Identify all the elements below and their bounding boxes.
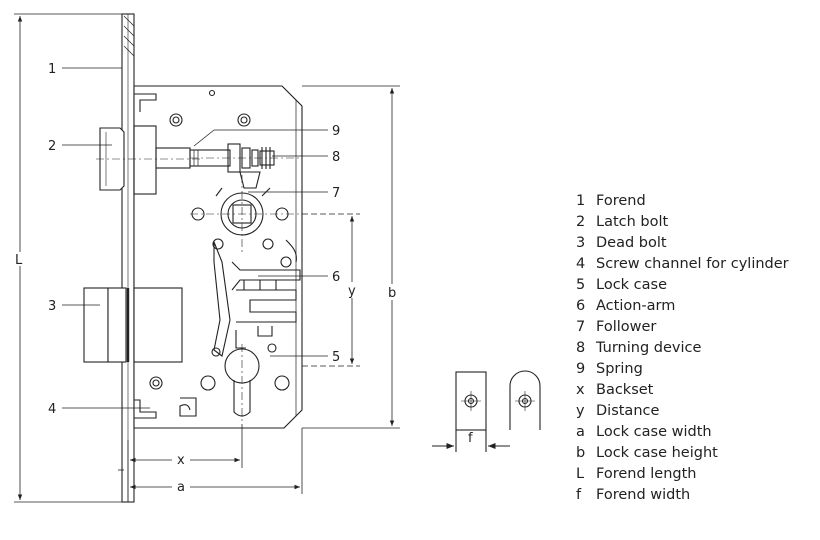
callout-7: 7 bbox=[332, 186, 340, 201]
action-arm bbox=[213, 239, 301, 357]
dimension-label-b: b bbox=[388, 286, 396, 301]
legend-item: 1 Forend bbox=[576, 191, 789, 212]
legend-item: 7 Follower bbox=[576, 317, 789, 338]
legend-item: 5 Lock case bbox=[576, 275, 789, 296]
callout-5: 5 bbox=[332, 350, 340, 365]
legend-key: 5 bbox=[576, 277, 586, 293]
latch-bolt bbox=[96, 125, 200, 195]
legend-text: Lock case height bbox=[596, 445, 718, 461]
legend-item: 2 Latch bolt bbox=[576, 212, 789, 233]
legend-key: 4 bbox=[576, 256, 586, 272]
dimension-label-f: f bbox=[468, 431, 473, 446]
callout-3: 3 bbox=[48, 299, 56, 314]
legend-item: 8 Turning device bbox=[576, 338, 789, 359]
callout-labels: 1 2 3 4 5 6 7 8 9 L b y x a f bbox=[15, 62, 473, 495]
legend-key: L bbox=[576, 466, 585, 482]
legend-item: 3 Dead bolt bbox=[576, 233, 789, 254]
legend-text: Latch bolt bbox=[596, 214, 669, 230]
legend-item: x Backset bbox=[576, 380, 789, 401]
lock-case bbox=[133, 85, 303, 429]
callout-6: 6 bbox=[332, 270, 340, 285]
legend: 1 Forend 2 Latch bolt 3 Dead bolt 4 Screw ch… bbox=[576, 191, 789, 506]
dimension-lines bbox=[14, 13, 400, 503]
legend-text: Screw channel for cylinder bbox=[596, 256, 789, 272]
legend-text: Lock case width bbox=[596, 424, 712, 440]
legend-key: 1 bbox=[576, 193, 586, 209]
legend-key: a bbox=[576, 424, 585, 440]
legend-text: Dead bolt bbox=[596, 235, 667, 251]
legend-key: b bbox=[576, 445, 586, 461]
callout-2: 2 bbox=[48, 139, 56, 154]
forend-round-detail bbox=[509, 370, 541, 430]
legend-key: 3 bbox=[576, 235, 586, 251]
follower bbox=[190, 171, 302, 252]
callout-9: 9 bbox=[332, 124, 340, 139]
legend-key: 6 bbox=[576, 298, 586, 314]
legend-item: 9 Spring bbox=[576, 359, 789, 380]
dimension-label-L: L bbox=[15, 253, 23, 268]
dimension-label-y: y bbox=[348, 284, 356, 299]
legend-text: Spring bbox=[596, 361, 643, 377]
callout-4: 4 bbox=[48, 402, 56, 417]
dead-bolt bbox=[83, 287, 183, 363]
legend-item: y Distance bbox=[576, 401, 789, 422]
legend-text: Distance bbox=[596, 403, 660, 419]
legend-key: x bbox=[576, 382, 585, 398]
dimension-label-x: x bbox=[177, 453, 185, 468]
legend-key: y bbox=[576, 403, 585, 419]
legend-item: a Lock case width bbox=[576, 422, 789, 443]
legend-text: Forend bbox=[596, 193, 646, 209]
callout-1: 1 bbox=[48, 62, 56, 77]
forend-square-detail bbox=[432, 371, 510, 452]
turning-device bbox=[189, 143, 300, 173]
legend-item: b Lock case height bbox=[576, 443, 789, 464]
cylinder-cutout bbox=[224, 344, 260, 424]
legend-text: Forend length bbox=[596, 466, 697, 482]
callout-8: 8 bbox=[332, 150, 340, 165]
screw-channel bbox=[134, 397, 197, 419]
legend-key: f bbox=[576, 487, 582, 503]
legend-text: Turning device bbox=[596, 340, 702, 356]
legend-text: Forend width bbox=[596, 487, 691, 503]
legend-item: 4 Screw channel for cylinder bbox=[576, 254, 789, 275]
legend-key: 7 bbox=[576, 319, 586, 335]
legend-item: 6 Action-arm bbox=[576, 296, 789, 317]
legend-item: f Forend width bbox=[576, 485, 789, 506]
legend-text: Lock case bbox=[596, 277, 668, 293]
legend-text: Follower bbox=[596, 319, 657, 335]
forend-plate bbox=[121, 13, 135, 503]
legend-key: 9 bbox=[576, 361, 586, 377]
leader-lines bbox=[62, 67, 328, 409]
legend-text: Action-arm bbox=[596, 298, 676, 314]
legend-key: 8 bbox=[576, 340, 586, 356]
legend-text: Backset bbox=[596, 382, 654, 398]
legend-item: L Forend length bbox=[576, 464, 789, 485]
legend-key: 2 bbox=[576, 214, 586, 230]
dimension-label-a: a bbox=[177, 480, 185, 495]
